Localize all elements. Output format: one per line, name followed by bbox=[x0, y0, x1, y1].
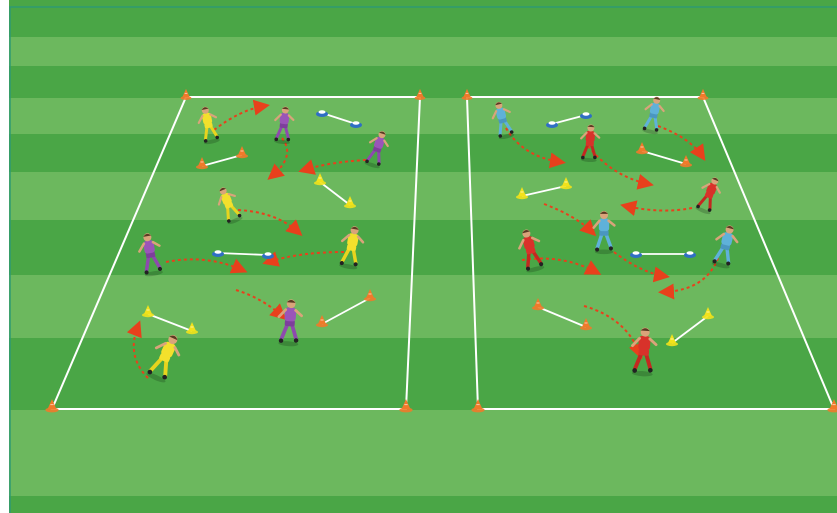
grass-stripe bbox=[0, 37, 837, 66]
grass-stripe bbox=[0, 0, 837, 37]
grass-stripe bbox=[0, 275, 837, 338]
grass-stripe bbox=[0, 220, 837, 275]
grass-stripe bbox=[0, 496, 837, 513]
grass-stripe bbox=[0, 338, 837, 410]
grass-stripe bbox=[0, 410, 837, 496]
frame-margin bbox=[0, 0, 9, 513]
